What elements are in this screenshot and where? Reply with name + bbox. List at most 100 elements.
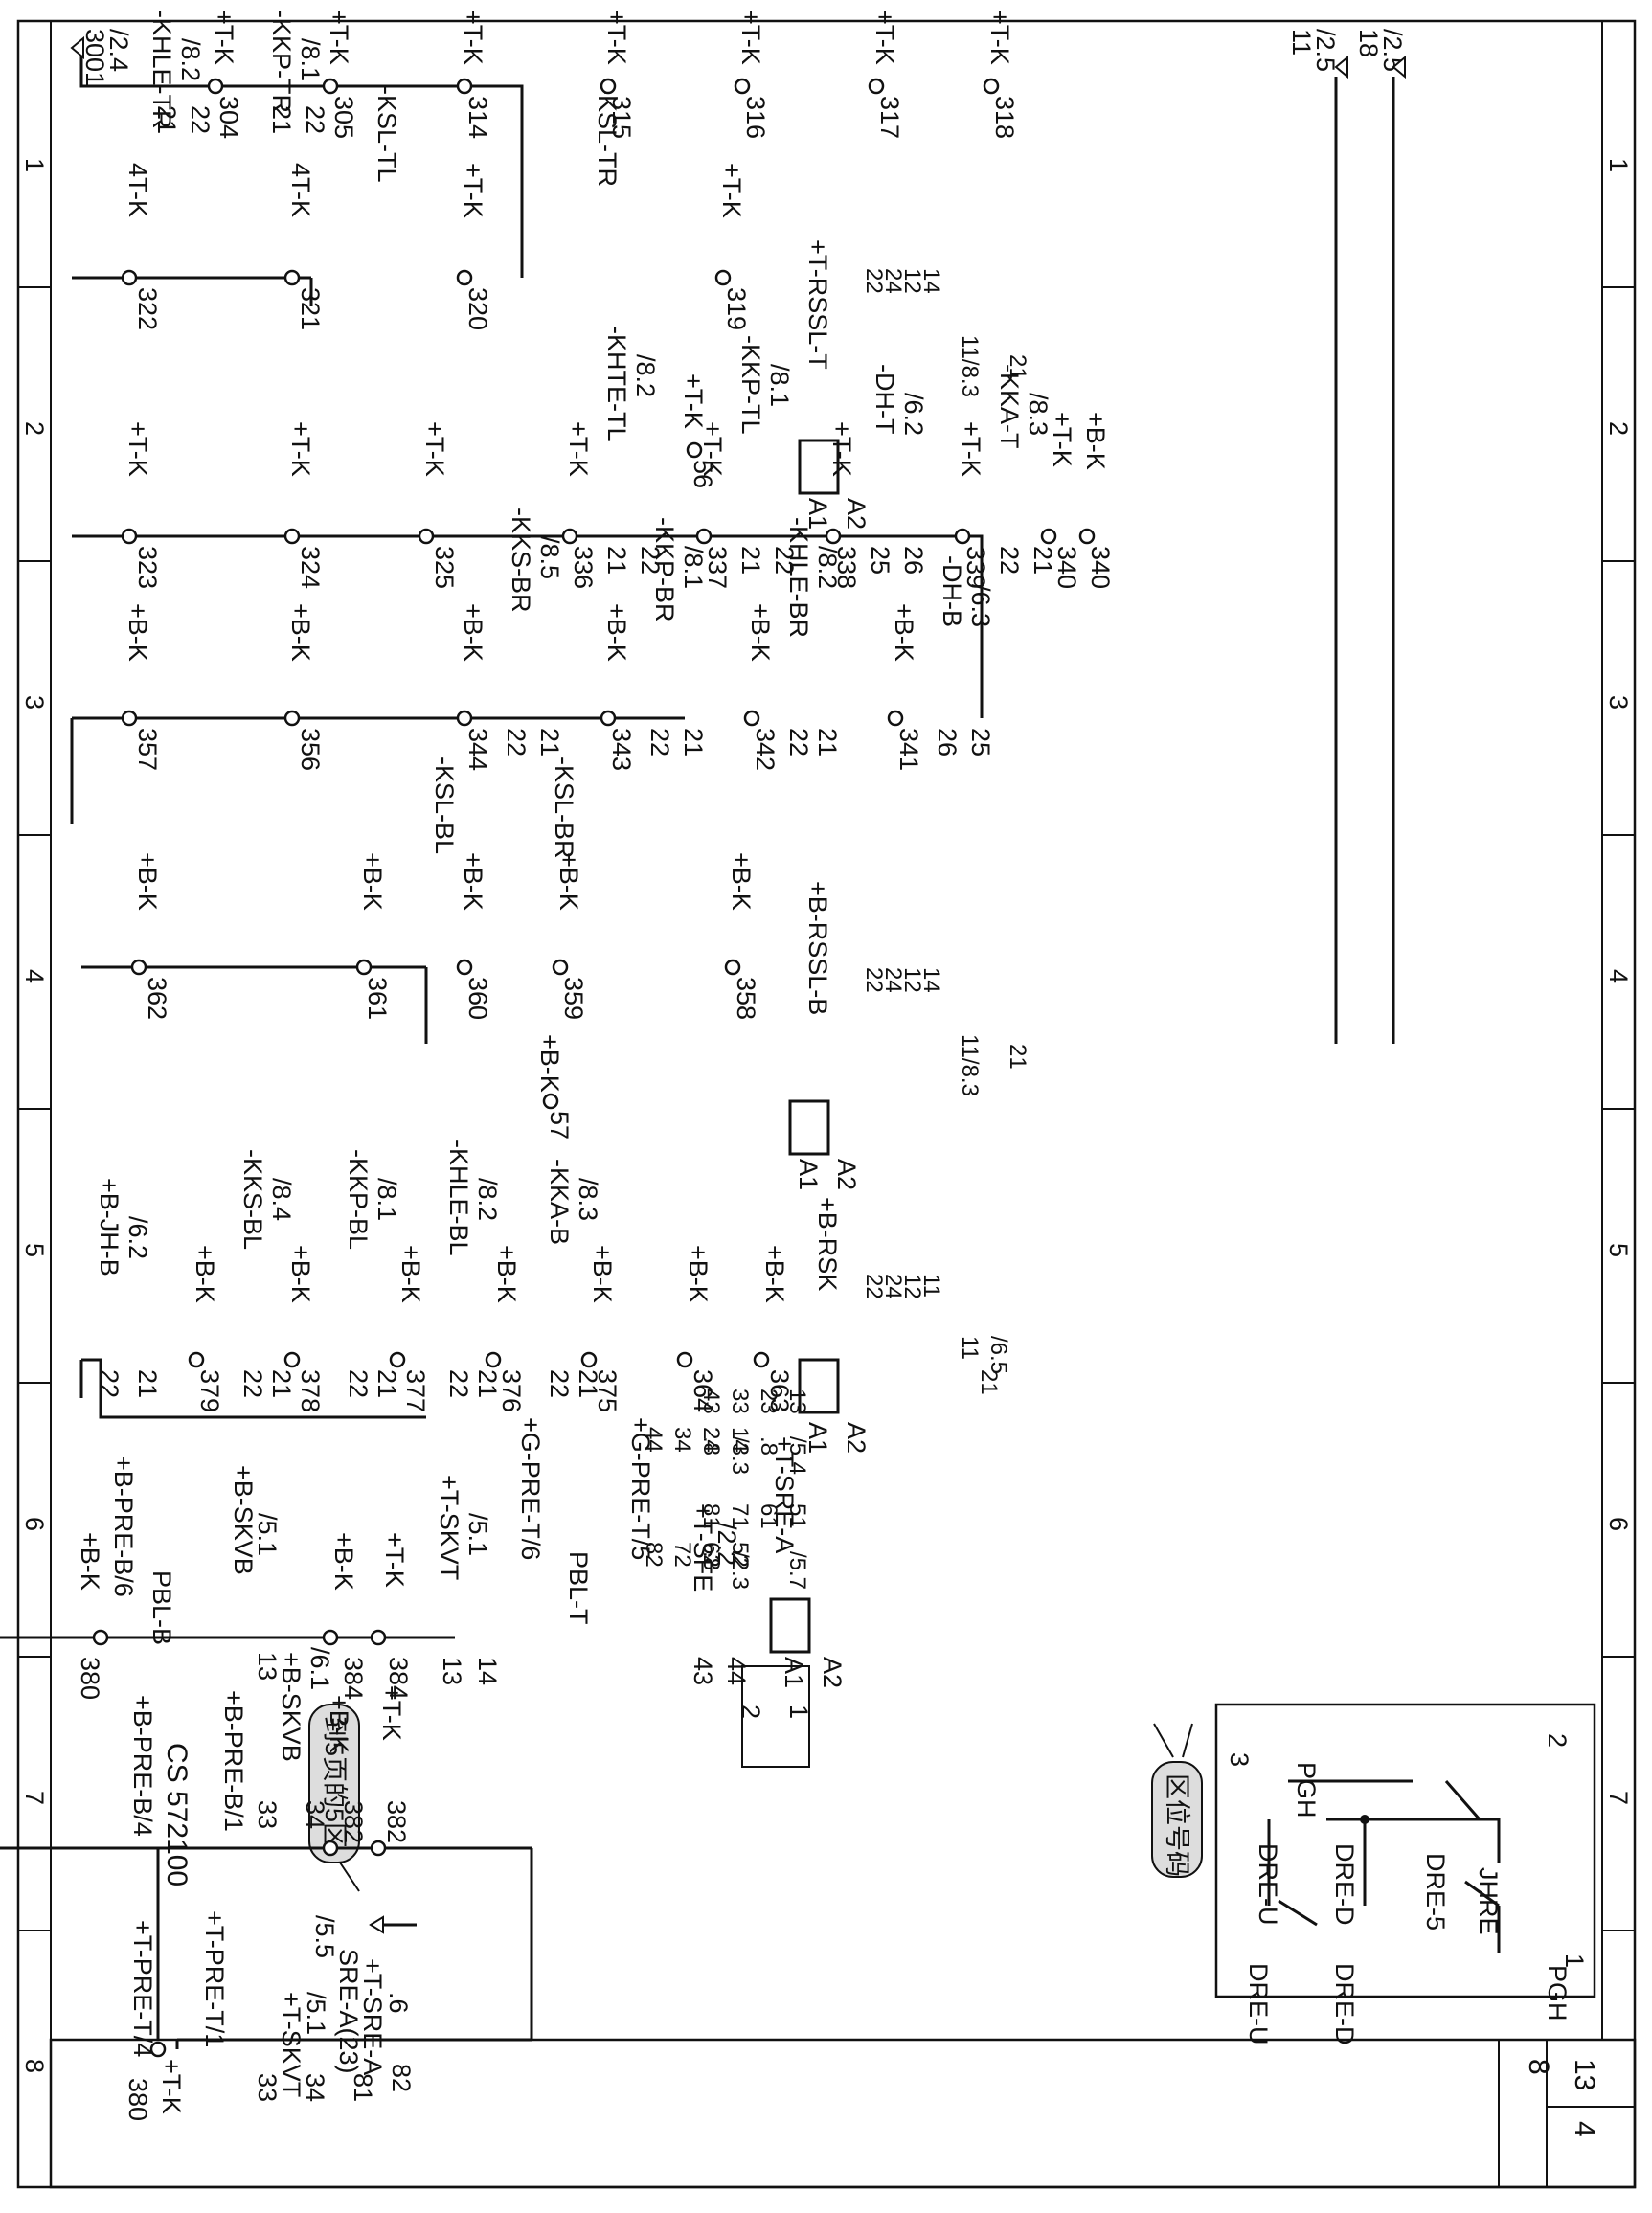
svg-text:+B-PRE-B/6: +B-PRE-B/6 [109, 1456, 138, 1597]
svg-text:A2: A2 [842, 498, 871, 530]
svg-text:+T-SKVT: +T-SKVT [435, 1475, 464, 1580]
svg-text:-KKP-TR: -KKP-TR [267, 10, 296, 113]
svg-text:12: 12 [899, 268, 925, 294]
legend-label: DRE-5 [1421, 1853, 1450, 1931]
svg-text:26: 26 [933, 728, 962, 756]
svg-text:/5.1: /5.1 [253, 1513, 282, 1556]
svg-text:341: 341 [894, 728, 923, 771]
svg-text:4T-K: 4T-K [124, 163, 152, 217]
zone-number: 8 [20, 2059, 49, 2073]
svg-text:2: 2 [736, 1705, 765, 1719]
svg-text:/2.5: /2.5 [1311, 29, 1340, 72]
svg-text:61: 61 [756, 1503, 781, 1529]
svg-text:/3.3: /3.3 [727, 1436, 753, 1475]
svg-text:+T-SKVT: +T-SKVT [277, 1992, 306, 2097]
svg-text:-KSL-BL: -KSL-BL [430, 756, 459, 854]
svg-text:+T-K: +T-K [957, 421, 985, 477]
zone-numbers-bottom: 1 2 3 4 5 6 7 8 [20, 158, 49, 2073]
b-chain: +B-JH-B /6.2 22 21 +B-K 379 -KKS-BL /8.4… [79, 1140, 1011, 1454]
svg-text:+B-K: +B-K [492, 1245, 521, 1303]
zone-number: 2 [1604, 421, 1633, 436]
b-chain-2: +B-K 357 +B-K 356 +B-K 344 -KKS-BR /8.5 … [70, 508, 995, 824]
svg-text:.8: .8 [698, 1551, 724, 1570]
sre-coil [769, 1597, 811, 1654]
svg-text:+B-K: +B-K [325, 1695, 353, 1753]
svg-text:+B-K: +B-K [329, 1532, 358, 1591]
svg-text:22: 22 [861, 268, 887, 294]
svg-text:-KSL-BR: -KSL-BR [550, 756, 578, 859]
svg-text:11: 11 [957, 1336, 983, 1360]
t-chain-0: 3001 /2.4 -KHLE-TR /8.2 21 22 +T-K 304 -… [70, 10, 1407, 1044]
svg-text:-KSL-TL: -KSL-TL [373, 86, 401, 183]
svg-text:22: 22 [861, 1274, 887, 1299]
svg-text:/8.3: /8.3 [1024, 393, 1052, 436]
zone-number: 2 [20, 421, 49, 436]
svg-text:+B-PRE-B/1: +B-PRE-B/1 [219, 1690, 248, 1832]
svg-text:81: 81 [698, 1503, 724, 1529]
zone-numbers-top: 1 2 3 4 5 6 7 [1604, 158, 1633, 1805]
svg-text:43: 43 [689, 1657, 717, 1685]
legend-label: PGH [1292, 1762, 1321, 1818]
rsk-coil [798, 1358, 840, 1414]
svg-text:SRE-A(23): SRE-A(23) [334, 1949, 363, 2074]
svg-text:21: 21 [267, 105, 296, 134]
legend-label: 3 [1225, 1752, 1254, 1767]
legend-label: DRE-D [1330, 1963, 1359, 2045]
svg-text:+T-K: +T-K [564, 421, 593, 477]
svg-text:-DH-T: -DH-T [871, 364, 899, 434]
legend-label: 2 [1543, 1733, 1572, 1748]
svg-text:PBL-B: PBL-B [147, 1570, 176, 1645]
svg-text:-KHTE-TL: -KHTE-TL [602, 326, 631, 442]
svg-text:+T-K: +T-K [602, 10, 631, 65]
svg-text:+B-K: +B-K [746, 603, 775, 662]
svg-text:到5页的5区: 到5页的5区 [320, 1716, 349, 1848]
svg-text:/6.2: /6.2 [899, 393, 928, 436]
svg-text:62: 62 [698, 1542, 724, 1568]
svg-text:33: 33 [253, 1800, 282, 1829]
svg-text:/6.1: /6.1 [306, 1647, 334, 1690]
svg-text:+B-K: +B-K [133, 852, 162, 911]
svg-text:324: 324 [296, 546, 325, 589]
zone-number: 3 [20, 695, 49, 710]
svg-text:+B-K: +B-K [684, 1245, 713, 1303]
svg-text:/8.2: /8.2 [473, 1178, 502, 1221]
svg-text:25: 25 [866, 546, 894, 575]
svg-text:+B-K: +B-K [396, 1245, 425, 1303]
rssl-t-coil [798, 439, 840, 495]
svg-text:+T-K: +T-K [325, 10, 353, 65]
svg-text:+T-SRE-A: +T-SRE-A [358, 1958, 387, 2075]
svg-text:323: 323 [133, 546, 162, 589]
svg-text:+T-RSSL-T: +T-RSSL-T [803, 239, 832, 370]
svg-text:+T-K: +T-K [459, 163, 487, 218]
svg-text:/2.4: /2.4 [104, 29, 133, 72]
svg-text:+B-K: +B-K [76, 1532, 104, 1591]
svg-text:区位号码: 区位号码 [1163, 1773, 1191, 1877]
svg-text:+B-K: +B-K [286, 603, 315, 662]
svg-text:+T-K: +T-K [1048, 412, 1076, 467]
svg-text:319: 319 [722, 287, 751, 330]
svg-text:-KKP-BL: -KKP-BL [344, 1149, 373, 1250]
svg-text:24: 24 [880, 1274, 906, 1299]
svg-text:+T-K: +T-K [679, 373, 708, 429]
t-chain: +T-K 323 +T-K 324 +T-K 325 +T-K 336 -KHT… [72, 326, 1115, 718]
svg-text:A2: A2 [832, 1159, 861, 1190]
svg-text:378: 378 [296, 1369, 325, 1412]
svg-text:.8: .8 [698, 1436, 724, 1456]
zone-number: 3 [1604, 695, 1633, 710]
svg-text:360: 360 [464, 977, 492, 1020]
svg-text:364: 364 [689, 1369, 717, 1412]
svg-text:+T-K: +T-K [871, 10, 899, 65]
svg-text:-KHLE-BL: -KHLE-BL [444, 1140, 473, 1256]
drawing-number: CS 572100 [161, 1743, 192, 1886]
zone-number: 7 [20, 1791, 49, 1805]
svg-text:+T-K: +T-K [377, 1685, 406, 1741]
svg-text:21: 21 [679, 728, 708, 756]
svg-text:A2: A2 [818, 1657, 847, 1688]
svg-text:21: 21 [1005, 1044, 1030, 1070]
svg-text:+B-K: +B-K [535, 1034, 564, 1093]
svg-text:56: 56 [689, 460, 717, 488]
svg-text:22: 22 [444, 1369, 473, 1398]
zone-number: 6 [1604, 1517, 1633, 1531]
svg-text:/8.5: /8.5 [535, 536, 564, 579]
svg-text:26: 26 [899, 546, 928, 575]
